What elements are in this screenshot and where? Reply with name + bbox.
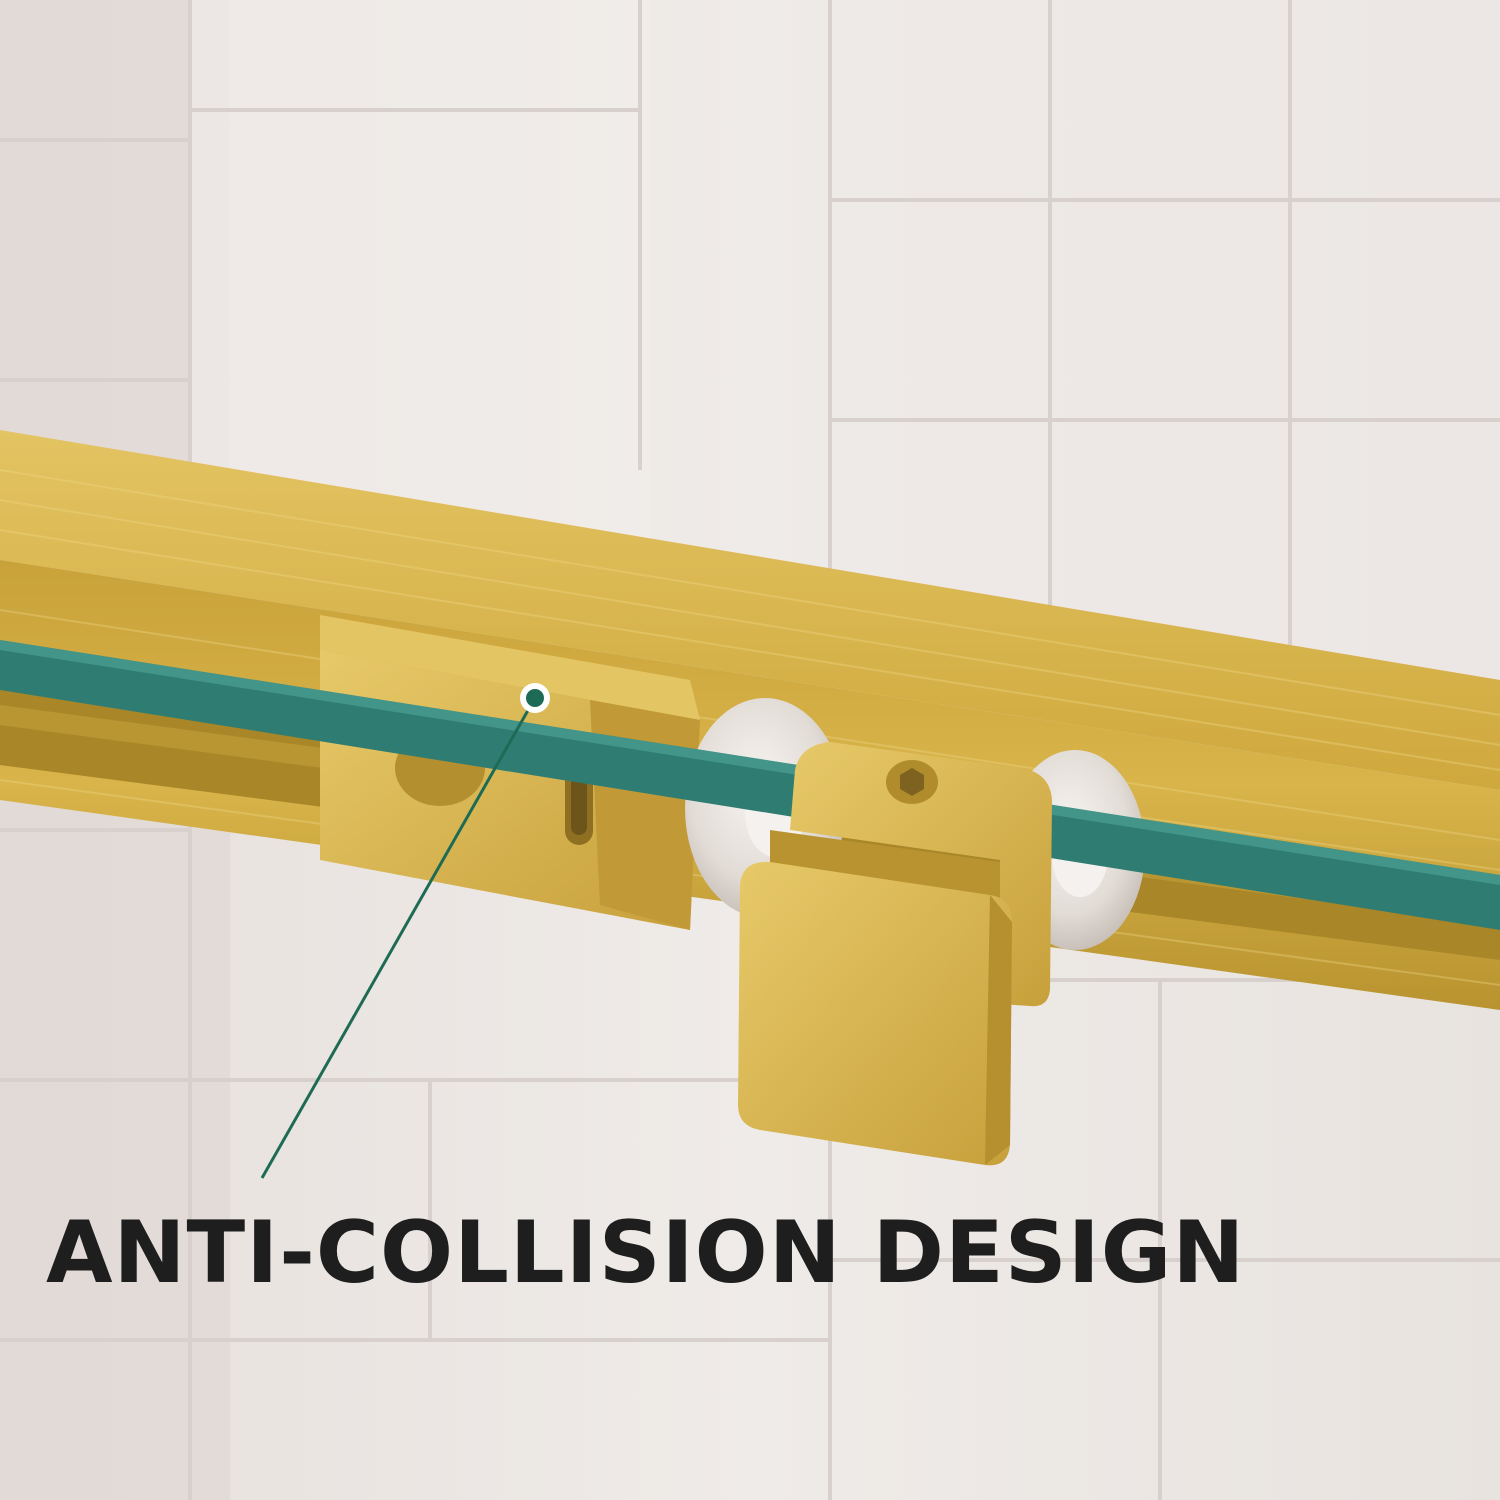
roller-bracket bbox=[738, 742, 1052, 1166]
rail-top-face bbox=[0, 430, 1500, 790]
callout-pointer bbox=[260, 683, 550, 1179]
callout-dot-icon bbox=[520, 683, 550, 713]
hex-socket-screw-icon bbox=[886, 760, 938, 804]
glass-panel-edge bbox=[0, 640, 1500, 930]
feature-caption: ANTI-COLLISION DESIGN bbox=[46, 1203, 1246, 1303]
